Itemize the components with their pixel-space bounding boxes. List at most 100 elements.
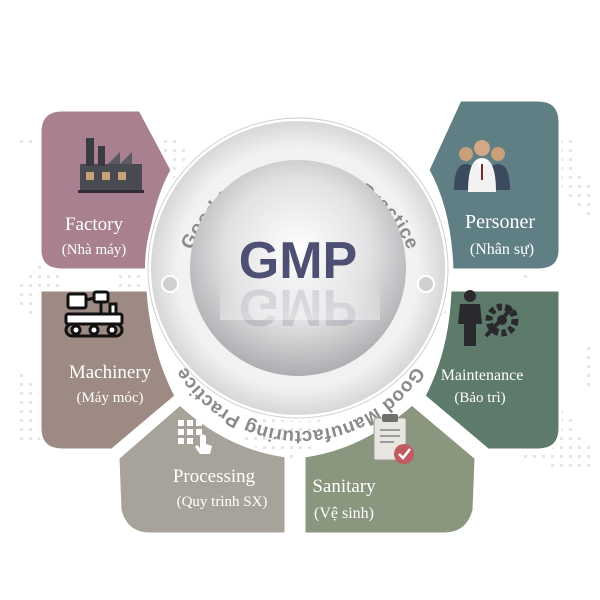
background-dot — [263, 437, 266, 440]
background-dot — [569, 437, 572, 440]
background-dot — [137, 275, 140, 278]
background-dot — [182, 158, 185, 161]
background-dot — [551, 455, 554, 458]
center-title-reflection: GMP — [220, 278, 380, 336]
background-dot — [560, 437, 563, 440]
background-dot — [119, 284, 122, 287]
background-dot — [38, 275, 41, 278]
background-dot — [560, 464, 563, 467]
factory-icon — [78, 138, 144, 193]
background-dot — [173, 167, 176, 170]
background-dot — [533, 455, 536, 458]
background-dot — [47, 275, 50, 278]
background-dot — [569, 419, 572, 422]
background-dot — [20, 428, 23, 431]
machinery-label: Machinery — [69, 362, 152, 383]
background-dot — [578, 437, 581, 440]
background-dot — [128, 275, 131, 278]
background-dot — [569, 194, 572, 197]
processing-sublabel: (Quy trình SX) — [177, 494, 268, 510]
segment-processing[interactable] — [116, 401, 288, 536]
background-dot — [587, 446, 590, 449]
background-dot — [29, 302, 32, 305]
background-dot — [254, 428, 257, 431]
sanitary-label: Sanitary — [312, 476, 376, 497]
background-dot — [29, 428, 32, 431]
background-dot — [29, 419, 32, 422]
background-dot — [569, 446, 572, 449]
segment-processing-shape — [116, 401, 288, 536]
background-dot — [587, 464, 590, 467]
personer-label: Personer — [465, 211, 535, 233]
people-icon — [454, 140, 510, 192]
background-dot — [308, 437, 311, 440]
background-dot — [569, 464, 572, 467]
background-dot — [29, 293, 32, 296]
background-dot — [587, 203, 590, 206]
ring-border — [147, 117, 449, 419]
background-dot — [587, 356, 590, 359]
personer-sublabel: (Nhân sự) — [470, 241, 534, 258]
background-dot — [281, 428, 284, 431]
background-dot — [317, 428, 320, 431]
background-dot — [29, 392, 32, 395]
background-dot — [20, 401, 23, 404]
background-dot — [20, 374, 23, 377]
maintenance-sublabel: (Bảo trì) — [454, 390, 505, 406]
background-dot — [29, 275, 32, 278]
segment-sanitary-shape — [302, 402, 478, 536]
background-dot — [308, 428, 311, 431]
background-dot — [587, 185, 590, 188]
background-dot — [20, 392, 23, 395]
background-dot — [281, 446, 284, 449]
background-dot — [254, 419, 257, 422]
background-dot — [560, 455, 563, 458]
background-dot — [47, 284, 50, 287]
background-dot — [317, 419, 320, 422]
background-dot — [299, 446, 302, 449]
background-dot — [578, 446, 581, 449]
background-dot — [245, 437, 248, 440]
background-dot — [29, 284, 32, 287]
background-dot — [524, 275, 527, 278]
ring-dot-left — [161, 275, 179, 293]
background-dot — [443, 221, 446, 224]
segment-maintenance-shape — [422, 288, 562, 452]
background-dot — [308, 446, 311, 449]
background-dot — [587, 365, 590, 368]
background-dot — [29, 437, 32, 440]
background-dot — [272, 419, 275, 422]
background-dot — [542, 455, 545, 458]
background-dot — [290, 428, 293, 431]
segment-maintenance[interactable] — [422, 288, 562, 452]
background-dot — [20, 410, 23, 413]
background-dot — [272, 428, 275, 431]
background-dot — [569, 158, 572, 161]
background-dot — [128, 284, 131, 287]
background-dot — [587, 347, 590, 350]
background-dot — [38, 284, 41, 287]
background-dot — [173, 176, 176, 179]
background-dot — [164, 149, 167, 152]
background-dot — [578, 203, 581, 206]
background-dot — [254, 437, 257, 440]
segment-sanitary[interactable] — [302, 402, 478, 536]
background-dot — [137, 284, 140, 287]
background-dot — [182, 149, 185, 152]
background-dot — [56, 284, 59, 287]
keypad-touch-icon — [178, 420, 212, 454]
background-dot — [20, 419, 23, 422]
background-dot — [164, 140, 167, 143]
background-dot — [29, 140, 32, 143]
background-dot — [20, 437, 23, 440]
background-dot — [263, 419, 266, 422]
background-dot — [20, 293, 23, 296]
background-dot — [20, 302, 23, 305]
background-dot — [272, 437, 275, 440]
background-dot — [263, 428, 266, 431]
background-dot — [290, 455, 293, 458]
background-dot — [587, 374, 590, 377]
background-dot — [578, 176, 581, 179]
background-dot — [281, 437, 284, 440]
sanitary-sublabel: (Vệ sinh) — [314, 505, 374, 522]
